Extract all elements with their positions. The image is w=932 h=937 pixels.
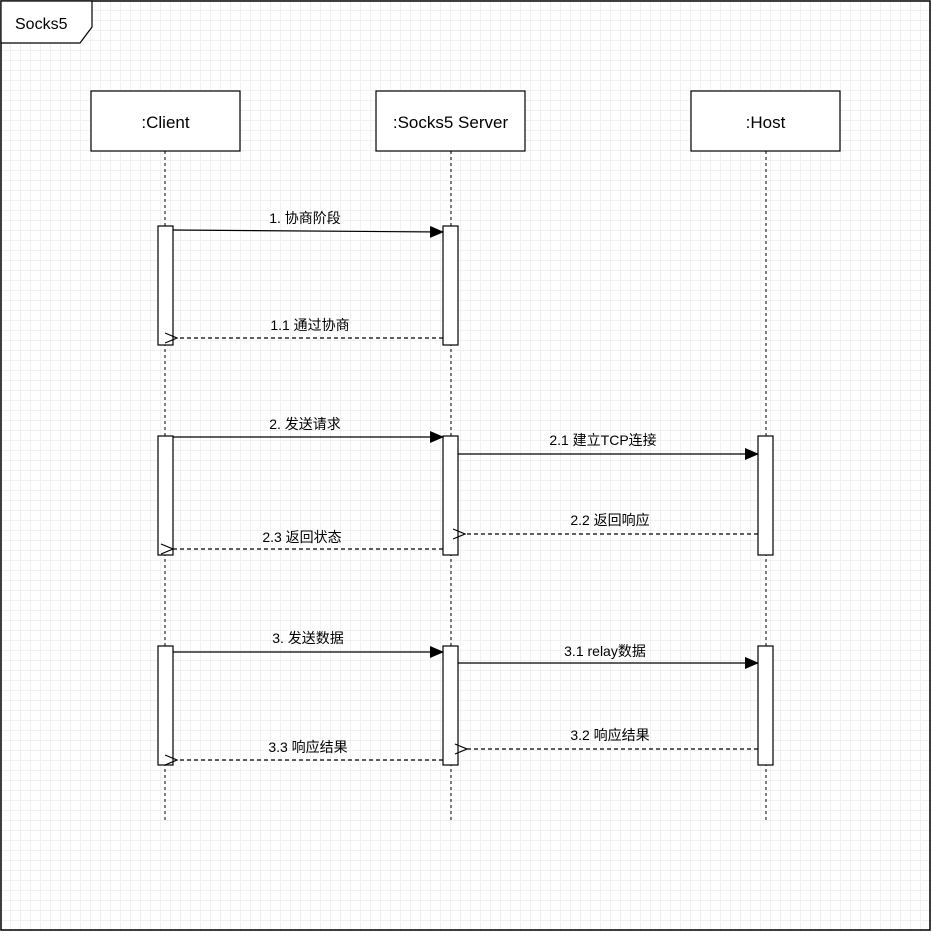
message-label: 2.3 返回状态 <box>262 529 341 545</box>
frame-title: Socks5 <box>15 16 68 33</box>
message-label: 2.1 建立TCP连接 <box>549 432 656 448</box>
message-label: 2.2 返回响应 <box>570 512 649 528</box>
message-label: 3.2 响应结果 <box>570 727 649 743</box>
server-activation-bar[interactable] <box>442 435 459 556</box>
activations <box>157 225 774 766</box>
client-activation-bar[interactable] <box>157 645 174 766</box>
message-2[interactable]: 2. 发送请求 <box>173 416 444 443</box>
message-1[interactable]: 1. 协商阶段 <box>172 210 444 238</box>
message-2-1[interactable]: 2.1 建立TCP连接 <box>458 432 759 460</box>
message-3-2[interactable]: 3.2 响应结果 <box>467 727 758 749</box>
message-label: 3.1 relay数据 <box>564 643 646 659</box>
participant-box[interactable] <box>90 90 241 152</box>
sync-message-arrow[interactable] <box>172 225 444 238</box>
host-activation-bar[interactable] <box>757 645 774 766</box>
participant-name: :Client <box>141 113 189 132</box>
message-label: 1.1 通过协商 <box>270 317 349 333</box>
message-1-1[interactable]: 1.1 通过协商 <box>177 317 443 338</box>
frame-title-tab <box>0 0 93 44</box>
client-activation-bar[interactable] <box>157 225 174 346</box>
message-2-2[interactable]: 2.2 返回响应 <box>465 512 758 534</box>
lifelines <box>164 151 767 822</box>
message-3-3[interactable]: 3.3 响应结果 <box>177 739 443 760</box>
message-2-3[interactable]: 2.3 返回状态 <box>173 529 443 549</box>
participant-server[interactable]: :Socks5 Server <box>375 90 526 152</box>
message-3[interactable]: 3. 发送数据 <box>173 630 444 658</box>
participant-box[interactable] <box>375 90 526 152</box>
server-activation-bar[interactable] <box>442 225 459 346</box>
message-3-1[interactable]: 3.1 relay数据 <box>458 643 759 669</box>
messages: 1. 协商阶段 1.1 通过协商 2. 发送请求 2.1 建立TCP连接 2.2… <box>172 210 759 760</box>
message-label: 2. 发送请求 <box>269 416 341 432</box>
participant-name: :Host <box>746 113 786 132</box>
participant-host[interactable]: :Host <box>690 90 841 152</box>
participant-client[interactable]: :Client <box>90 90 241 152</box>
client-activation-bar[interactable] <box>157 435 174 556</box>
message-label: 1. 协商阶段 <box>269 210 341 226</box>
participant-box[interactable] <box>690 90 841 152</box>
host-activation-bar[interactable] <box>757 435 774 556</box>
message-label: 3.3 响应结果 <box>268 739 347 755</box>
participant-name: :Socks5 Server <box>393 113 509 132</box>
message-label: 3. 发送数据 <box>272 630 344 646</box>
server-activation-bar[interactable] <box>442 645 459 766</box>
